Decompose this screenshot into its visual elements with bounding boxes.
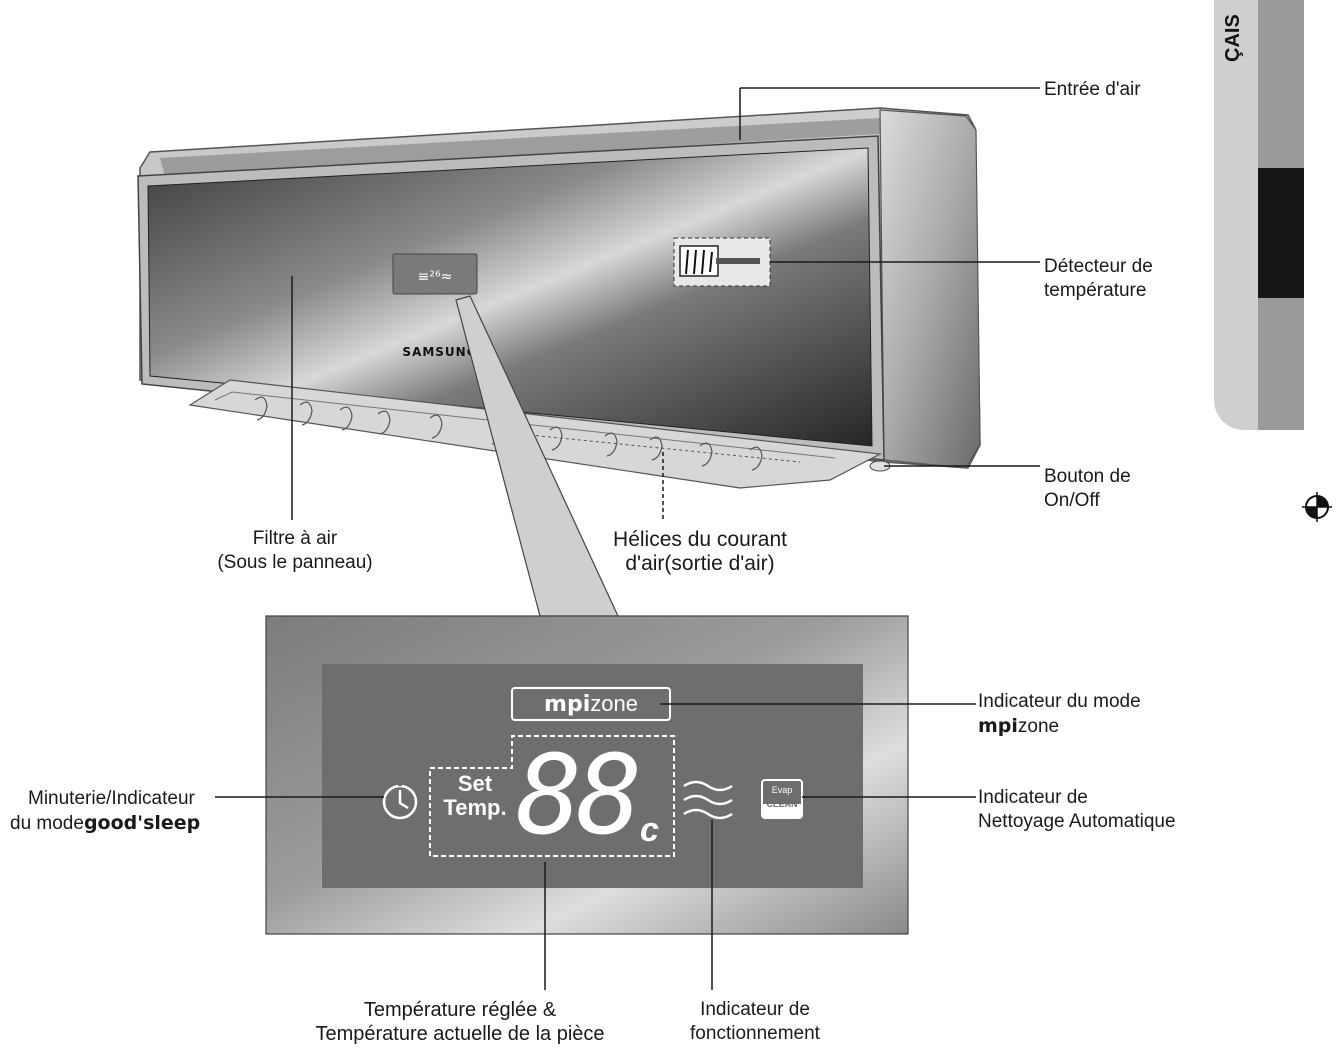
label-mpi-mode-line1: Indicateur du mode bbox=[978, 691, 1141, 712]
label-air-filter-line1: Filtre à air bbox=[252, 528, 338, 549]
label-auto-clean-line1: Indicateur de bbox=[978, 787, 1088, 808]
label-mpi-mode-bold: mpi bbox=[978, 715, 1018, 737]
side-tab-dark-block bbox=[1258, 168, 1304, 298]
set-temp-line2: Temp. bbox=[443, 795, 507, 820]
label-on-off-line2: On/Off bbox=[1044, 490, 1100, 511]
label-on-off: Bouton de On/Off bbox=[1044, 465, 1131, 513]
label-auto-clean-line2: Nettoyage Automatique bbox=[978, 811, 1176, 832]
set-temp-label: Set Temp. bbox=[440, 772, 510, 820]
label-set-room-temp-line2: Température actuelle de la pièce bbox=[315, 1023, 605, 1045]
ac-unit: ≡²⁶≈ SAMSUNG bbox=[137, 107, 981, 489]
temperature-digits: 88 bbox=[516, 731, 642, 859]
label-auto-clean: Indicateur de Nettoyage Automatique bbox=[978, 786, 1176, 834]
label-timer-bold: good'sleep bbox=[83, 812, 201, 834]
label-operation-line2: fonctionnement bbox=[690, 1023, 820, 1044]
label-air-filter-line2: (Sous le panneau) bbox=[217, 552, 373, 573]
label-mpi-mode: Indicateur du mode mpizone bbox=[978, 690, 1141, 739]
mpizone-badge-thin: zone bbox=[590, 691, 638, 716]
label-air-filter: Filtre à air (Sous le panneau) bbox=[200, 527, 390, 575]
mpizone-badge-bold: mpi bbox=[544, 692, 591, 717]
registration-mark-icon bbox=[1302, 492, 1332, 522]
mpizone-badge: mpizone bbox=[512, 692, 670, 717]
evap-text: Evap bbox=[771, 785, 793, 795]
label-operation: Indicateur de fonctionnement bbox=[660, 998, 850, 1046]
evap-clean-icon: Evap CLEAN bbox=[762, 783, 802, 811]
label-timer: Minuterie/Indicateur du modegood'sleep bbox=[10, 787, 200, 836]
label-operation-line1: Indicateur de bbox=[700, 999, 810, 1020]
label-mpi-mode-thin: zone bbox=[1017, 716, 1060, 737]
language-side-tab bbox=[1214, 0, 1304, 430]
label-set-room-temp-line1: Température réglée & bbox=[363, 999, 557, 1021]
clean-text: CLEAN bbox=[766, 799, 798, 809]
label-temp-sensor: Détecteur de température bbox=[1044, 255, 1153, 303]
display-callout bbox=[265, 615, 909, 935]
label-airflow-blades-line2: d'air(sortie d'air) bbox=[625, 552, 775, 575]
leader-lines bbox=[215, 87, 1040, 990]
label-temp-sensor-line1: Détecteur de bbox=[1044, 256, 1153, 277]
brand-logo-text: SAMSUNG bbox=[402, 345, 477, 359]
mini-display-text: ≡²⁶≈ bbox=[418, 269, 453, 285]
label-air-inlet: Entrée d'air bbox=[1044, 79, 1141, 100]
label-airflow-blades-line1: Hélices du courant bbox=[613, 528, 787, 551]
temperature-unit: c bbox=[640, 811, 659, 849]
label-temp-sensor-line2: température bbox=[1044, 280, 1147, 301]
label-timer-prefix: du mode bbox=[10, 813, 84, 834]
set-temp-line1: Set bbox=[457, 771, 493, 796]
label-on-off-line1: Bouton de bbox=[1044, 466, 1131, 487]
label-timer-line1: Minuterie/Indicateur bbox=[28, 788, 195, 809]
label-airflow-blades: Hélices du courant d'air(sortie d'air) bbox=[590, 528, 810, 576]
label-set-room-temp: Température réglée & Température actuell… bbox=[280, 998, 640, 1046]
